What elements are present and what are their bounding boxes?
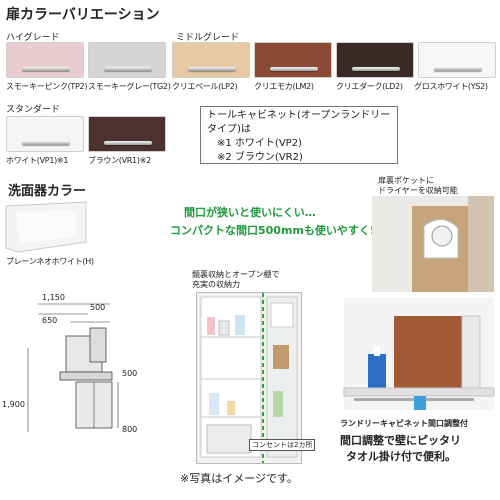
- handle-icon: [188, 67, 236, 71]
- catch-line-1: 間口が狭いと使いにくい…: [184, 206, 316, 219]
- cabinet-caption-line-2: 充実の収納力: [192, 280, 240, 289]
- door-swatch-tg2: [88, 42, 166, 78]
- swatch-label-ld2: クリエダーク(LD2): [336, 82, 403, 91]
- laundry-title: ランドリーキャビネット間口調整付: [340, 419, 468, 428]
- handle-icon: [22, 67, 70, 71]
- handle-icon: [104, 67, 152, 71]
- cabinet-caption: 鏡裏収納とオープン棚で 充実の収納力: [192, 270, 280, 290]
- swatch-label-lm2: クリエモカ(LM2): [254, 82, 314, 91]
- pocket-caption-line-1: 扉裏ポケットに: [378, 176, 434, 185]
- dim-500-top: 500: [90, 303, 106, 312]
- door-swatch-vp1: [6, 116, 84, 152]
- swatch-label-lp2: クリエペール(LP2): [172, 82, 238, 91]
- pocket-caption-line-2: ドライヤーを収納可能: [378, 186, 458, 195]
- dim-1900: 1,900: [2, 400, 25, 409]
- grade-high-label: ハイグレード: [6, 33, 60, 43]
- grade-middle-label: ミドルグレード: [176, 33, 240, 43]
- handle-icon: [352, 67, 400, 71]
- door-pocket-photo: [372, 196, 494, 292]
- basin-swatch: [5, 201, 87, 254]
- dim-1150: 1,150: [42, 293, 65, 302]
- dim-650: 650: [42, 316, 58, 325]
- swatch-label-vp1: ホワイト(VP1)※1: [6, 156, 69, 165]
- swatch-label-tg2: スモーキーグレー(TG2): [88, 82, 171, 91]
- note-line-2: ※1 ホワイト(VP2): [217, 138, 302, 149]
- door-swatch-lm2: [254, 42, 332, 78]
- handle-icon: [270, 67, 318, 71]
- cabinet-photo: コンセントは2カ所: [196, 292, 316, 464]
- note-line-1: トールキャビネット(オープンランドリータイプ)は: [207, 110, 391, 135]
- note-line-3: ※2 ブラウン(VR2): [217, 152, 303, 163]
- handle-icon: [434, 67, 482, 71]
- dim-800: 800: [122, 425, 138, 434]
- page-title: 扉カラーバリエーション: [6, 7, 160, 23]
- dim-500-depth: 500: [122, 369, 138, 378]
- door-swatch-vr1: [88, 116, 166, 152]
- catch-line-2: コンパクトな間口500mmも使いやすく!: [170, 224, 375, 237]
- basin-color-label: プレーンネオホワイト(H): [6, 257, 94, 266]
- outlet-label: コンセントは2カ所: [249, 439, 316, 451]
- footnote: ※写真はイメージです。: [180, 472, 298, 485]
- door-swatch-ys2: [418, 42, 496, 78]
- pocket-caption: 扉裏ポケットに ドライヤーを収納可能: [378, 176, 458, 196]
- door-swatch-ld2: [336, 42, 414, 78]
- door-swatch-lp2: [172, 42, 250, 78]
- laundry-cabinet-photo: [343, 298, 495, 410]
- swatch-label-ys2: グロスホワイト(YS2): [414, 82, 488, 91]
- door-swatch-tp2: [6, 42, 84, 78]
- laundry-line-1: 間口調整で壁にピッタリ: [340, 434, 461, 447]
- swatch-label-tp2: スモーキーピンク(TP2): [6, 82, 88, 91]
- handle-icon: [104, 141, 152, 145]
- cabinet-caption-line-1: 鏡裏収納とオープン棚で: [192, 270, 280, 279]
- swatch-label-vr1: ブラウン(VR1)※2: [88, 156, 151, 165]
- tall-cabinet-note: トールキャビネット(オープンランドリータイプ)は ※1 ホワイト(VP2) ※2…: [200, 106, 398, 164]
- dimension-drawing: 1,150 500 650 1,900 500 800: [0, 292, 160, 442]
- basin-color-title: 洗面器カラー: [8, 184, 87, 199]
- laundry-line-2: タオル掛け付で便利。: [346, 450, 456, 463]
- handle-icon: [22, 141, 70, 145]
- grade-standard-label: スタンダード: [6, 105, 61, 115]
